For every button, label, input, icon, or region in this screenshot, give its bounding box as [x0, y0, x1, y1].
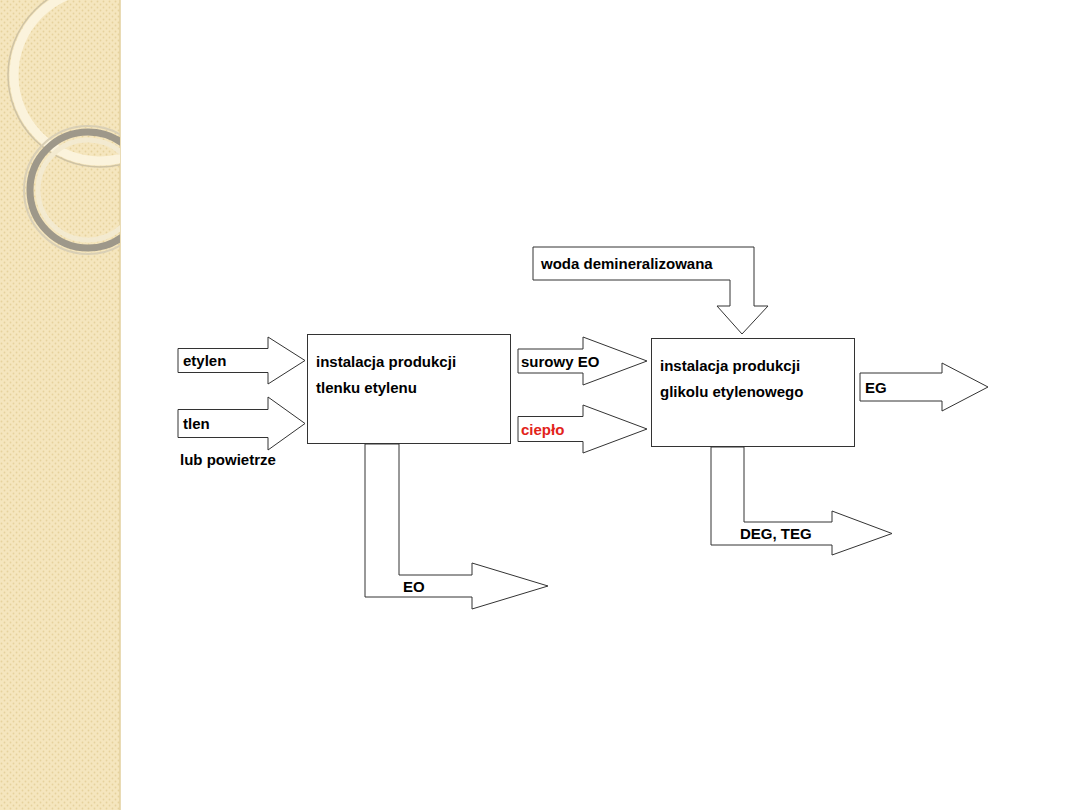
- block-arrow: [178, 337, 305, 384]
- block-arrow: [860, 363, 988, 411]
- flow-arrow: etylen: [178, 337, 305, 384]
- flow-arrow: tlen lub powietrze: [178, 397, 305, 468]
- process-box: instalacja produkcji tlenku etylenu: [307, 334, 511, 444]
- connector-label: surowy EO: [521, 353, 599, 370]
- side-panel: [0, 0, 120, 810]
- flow-label: EG: [865, 379, 887, 396]
- arrow-outline: [365, 444, 548, 609]
- flow-arrow: EG: [860, 363, 988, 411]
- block-arrow: [365, 444, 548, 609]
- flow-label: EO: [403, 578, 425, 595]
- flow-connector: [518, 337, 647, 385]
- box-label: instalacja produkcji tlenku etylenu: [316, 349, 502, 401]
- decor-ring: [38, 140, 120, 240]
- connector-label: ciepło: [521, 421, 564, 438]
- block-arrow: [533, 247, 768, 334]
- decor-ring: [24, 126, 120, 254]
- flow-arrow: EO: [365, 444, 548, 609]
- flow-label: etylen: [183, 352, 226, 369]
- block-arrow: [178, 397, 305, 450]
- panel-edge: [119, 0, 121, 810]
- flow-arrow: woda demineralizowana: [533, 247, 768, 334]
- box-label: instalacja produkcji glikolu etylenowego: [660, 353, 846, 405]
- flow-label: DEG, TEG: [740, 525, 812, 542]
- decor-ring: [30, 132, 120, 248]
- flow-arrow: DEG, TEG: [711, 447, 892, 555]
- flow-label: lub powietrze: [180, 451, 276, 468]
- flow-label: tlen: [183, 415, 210, 432]
- flow-connector: [518, 405, 647, 453]
- block-arrow: [711, 447, 892, 555]
- flow-label: woda demineralizowana: [541, 255, 713, 272]
- process-box: instalacja produkcji glikolu etylenowego: [651, 338, 855, 447]
